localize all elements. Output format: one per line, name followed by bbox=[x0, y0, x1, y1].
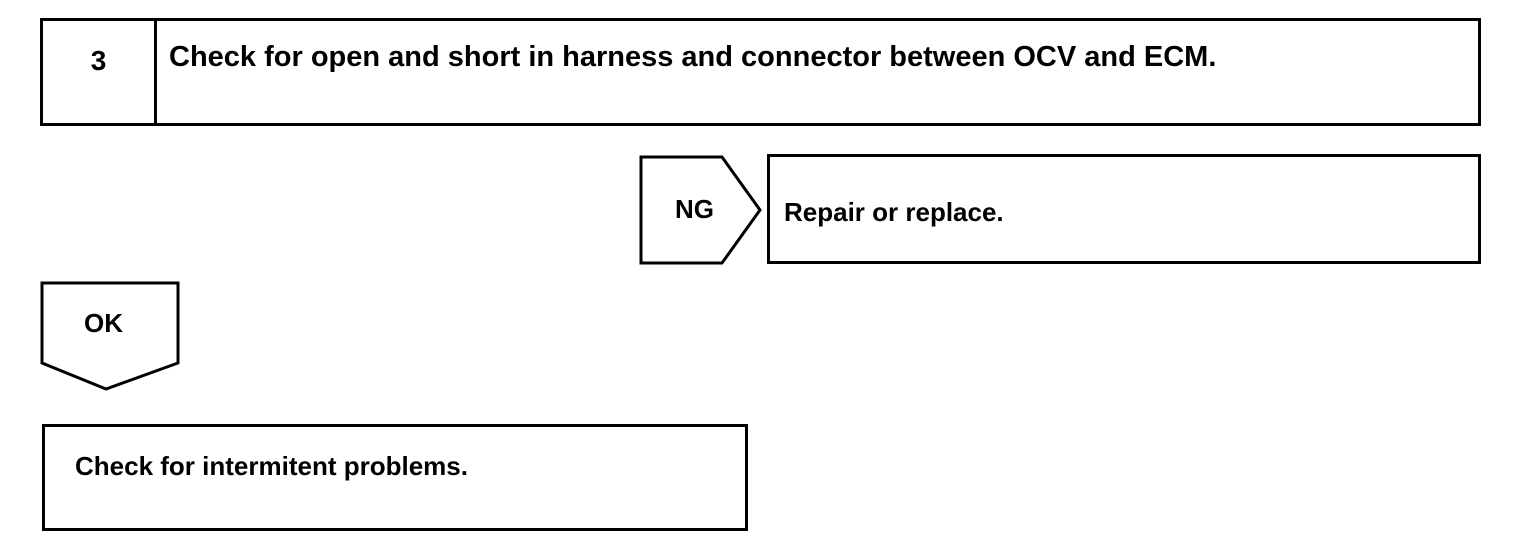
step-number-cell: 3 bbox=[43, 21, 157, 123]
step-box: 3 Check for open and short in harness an… bbox=[40, 18, 1481, 126]
step-instruction: Check for open and short in harness and … bbox=[169, 41, 1217, 73]
ng-result-text: Repair or replace. bbox=[784, 197, 1004, 227]
ng-label: NG bbox=[675, 194, 714, 224]
final-step-text: Check for intermitent problems. bbox=[75, 451, 468, 481]
final-step-box: Check for intermitent problems. bbox=[42, 424, 748, 531]
ng-result-box: Repair or replace. bbox=[767, 154, 1481, 264]
ok-label: OK bbox=[84, 308, 123, 338]
step-number: 3 bbox=[90, 45, 107, 76]
